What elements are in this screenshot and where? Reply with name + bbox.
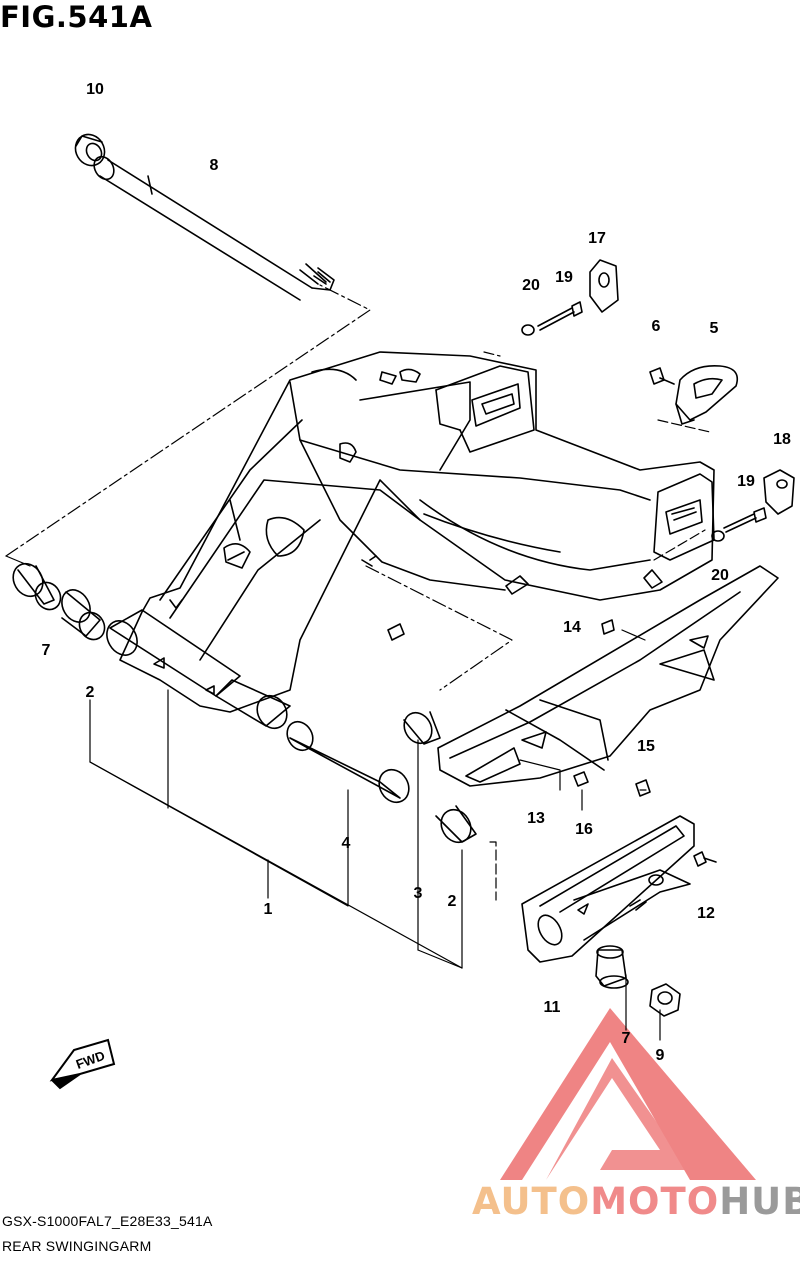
spacer-tube — [286, 720, 410, 804]
callout-12: 12 — [697, 905, 715, 922]
callout-18: 18 — [773, 431, 791, 448]
callout-4: 4 — [342, 835, 351, 852]
callout-3: 3 — [414, 885, 423, 902]
callout-17: 17 — [588, 230, 606, 247]
bolt-12 — [693, 851, 717, 867]
bolt-14 — [601, 619, 615, 635]
callout-9: 9 — [656, 1047, 665, 1064]
callout-13: 13 — [527, 810, 545, 827]
adjuster-block-17 — [589, 259, 619, 313]
needle-bearing-right — [435, 805, 477, 844]
callout-7-left: 7 — [42, 642, 51, 659]
axle-nut — [649, 983, 681, 1017]
adjuster-block-18 — [763, 469, 795, 515]
needle-bearing-3 — [403, 711, 441, 745]
callout-1: 1 — [264, 901, 273, 918]
bolt-16 — [573, 771, 589, 787]
leader-lines — [5, 284, 711, 1041]
collar-right — [595, 945, 629, 989]
chain-adjuster-plate — [675, 364, 739, 425]
watermark-auto: AUTO — [472, 1180, 590, 1223]
fwd-arrow: FWD — [49, 1038, 116, 1090]
washer-20-upper — [521, 324, 535, 336]
chain-cover — [437, 565, 779, 787]
callout-10: 10 — [86, 81, 104, 98]
bolt-19-upper — [537, 301, 583, 331]
swingarm-body — [119, 351, 715, 713]
figure-title: FIG.541A — [0, 0, 153, 34]
pivot-nut — [74, 133, 106, 167]
pivot-tube-left — [106, 609, 291, 730]
watermark-moto: MOTO — [590, 1180, 719, 1223]
watermark-hub: HUB — [719, 1180, 800, 1223]
callout-14: 14 — [563, 619, 581, 636]
callout-16: 16 — [575, 821, 593, 838]
callout-8: 8 — [210, 157, 219, 174]
bolt-6 — [649, 367, 675, 385]
watermark-logo — [500, 1008, 756, 1180]
callout-labels: 1 2 2 3 4 5 6 7 7 7 8 9 10 11 12 13 14 1… — [42, 81, 791, 1064]
washer-20-right — [711, 530, 725, 542]
collar-left — [12, 562, 62, 611]
callout-19-upper: 19 — [555, 269, 573, 286]
callout-2-right: 2 — [448, 893, 457, 910]
bolt-19-right — [723, 507, 767, 533]
callout-15: 15 — [637, 738, 655, 755]
callout-19-right: 19 — [737, 473, 755, 490]
needle-bearing-left — [61, 589, 106, 641]
chain-slider — [521, 815, 695, 963]
watermark-text: AUTOMOTOHUB — [472, 1180, 800, 1223]
callout-20-right: 20 — [711, 567, 729, 584]
figure-name: REAR SWINGINGARM — [2, 1238, 152, 1254]
callout-11: 11 — [544, 999, 561, 1016]
bolt-15 — [635, 779, 651, 797]
figure-code: GSX-S1000FAL7_E28E33_541A — [2, 1213, 213, 1229]
callout-6: 6 — [652, 318, 661, 335]
swingarm-pivot-shaft — [93, 155, 335, 301]
callout-2-left: 2 — [86, 684, 95, 701]
callout-5: 5 — [710, 320, 719, 337]
callout-20-upper: 20 — [522, 277, 540, 294]
callout-7-right: 7 — [622, 1030, 631, 1047]
